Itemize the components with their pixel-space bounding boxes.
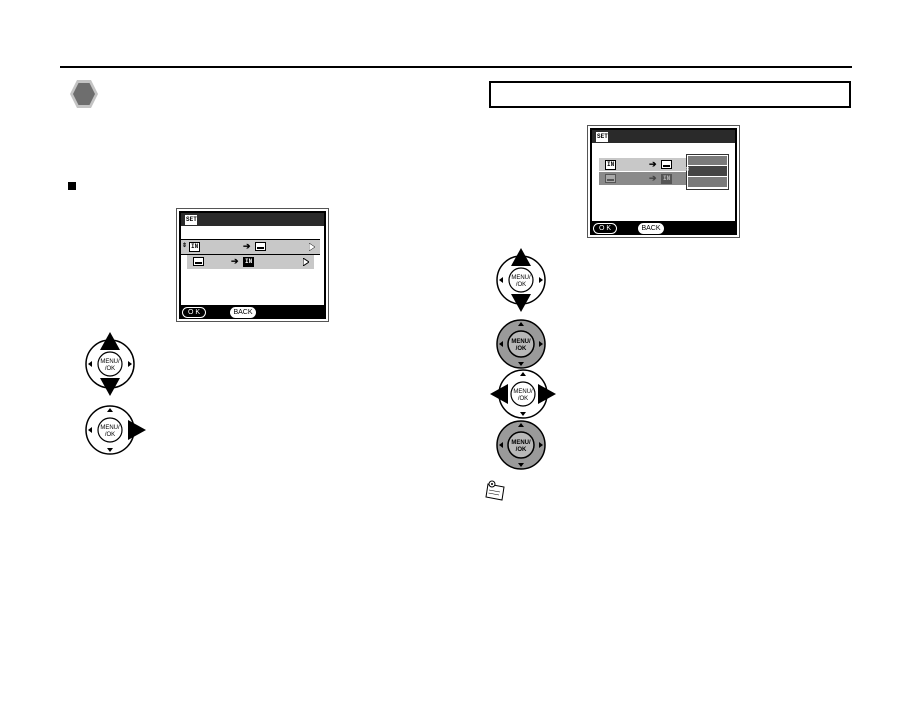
card-icon bbox=[193, 257, 204, 266]
svg-text:MENU/: MENU/ bbox=[511, 339, 531, 345]
popup-option[interactable] bbox=[688, 177, 727, 187]
back-button-indicator: BACK bbox=[230, 307, 256, 318]
top-rule bbox=[60, 66, 852, 68]
section-header-box bbox=[489, 81, 851, 108]
dpad-up-down-icon: MENU/ /OK bbox=[496, 248, 546, 312]
dpad-center-label: /OK bbox=[105, 366, 115, 372]
svg-text:MENU/: MENU/ bbox=[513, 389, 533, 395]
right-arrow-icon: ➔ bbox=[243, 241, 251, 251]
selection-popup[interactable]: ⇕ bbox=[685, 154, 729, 190]
camera-screen-right: SET IN ➔ ➔ IN ⇕ O K bbox=[587, 125, 740, 238]
ok-button-indicator: O K bbox=[593, 223, 617, 234]
memo-note-icon bbox=[485, 480, 505, 501]
setup-title-icon: SET bbox=[596, 132, 608, 142]
right-arrow-icon: ➔ bbox=[649, 159, 657, 169]
ok-button-indicator: O K bbox=[182, 307, 206, 318]
svg-text:/OK: /OK bbox=[516, 282, 526, 288]
right-arrow-icon: ➔ bbox=[231, 256, 239, 266]
square-bullet-icon bbox=[68, 182, 76, 190]
internal-memory-icon: IN bbox=[605, 160, 617, 170]
popup-option[interactable] bbox=[688, 156, 727, 165]
dpad-center-press-icon: MENU/ /OK bbox=[496, 319, 546, 369]
updown-icon: ⇕ bbox=[182, 243, 188, 249]
back-button-indicator: BACK bbox=[638, 223, 664, 234]
internal-memory-icon: IN bbox=[243, 257, 255, 267]
popup-option-selected[interactable] bbox=[688, 166, 727, 176]
dpad-center-press-icon: MENU/ /OK bbox=[496, 420, 546, 470]
svg-text:/OK: /OK bbox=[518, 396, 528, 402]
menu-row-card-to-in[interactable]: ➔ IN bbox=[187, 255, 314, 269]
right-arrow-icon: ➔ bbox=[649, 173, 657, 183]
internal-memory-icon: IN bbox=[661, 174, 673, 184]
internal-memory-icon: IN bbox=[189, 242, 201, 252]
svg-text:MENU/: MENU/ bbox=[100, 425, 120, 431]
chevron-right-icon bbox=[309, 243, 315, 251]
camera-screen-left: SET ⇕ IN ➔ ➔ IN bbox=[176, 208, 329, 322]
menu-row-in-to-card[interactable]: ⇕ IN ➔ bbox=[181, 239, 320, 255]
setup-title-icon: SET bbox=[185, 215, 197, 225]
card-icon bbox=[255, 242, 266, 251]
dpad-right-icon: MENU/ /OK bbox=[85, 405, 146, 455]
card-icon bbox=[605, 174, 616, 183]
card-icon bbox=[661, 160, 672, 169]
svg-text:/OK: /OK bbox=[105, 432, 115, 438]
dpad-up-down-icon: MENU/ /OK bbox=[85, 332, 135, 396]
dpad-left-right-icon: MENU/ /OK bbox=[490, 369, 556, 419]
dpad-center-label: MENU/ bbox=[100, 359, 120, 365]
svg-text:MENU/: MENU/ bbox=[511, 275, 531, 281]
updown-icon: ⇕ bbox=[685, 167, 691, 173]
hexagon-step-icon bbox=[70, 80, 98, 108]
svg-text:MENU/: MENU/ bbox=[511, 440, 531, 446]
chevron-right-icon bbox=[303, 258, 309, 266]
svg-text:/OK: /OK bbox=[516, 346, 527, 352]
svg-text:/OK: /OK bbox=[516, 447, 527, 453]
